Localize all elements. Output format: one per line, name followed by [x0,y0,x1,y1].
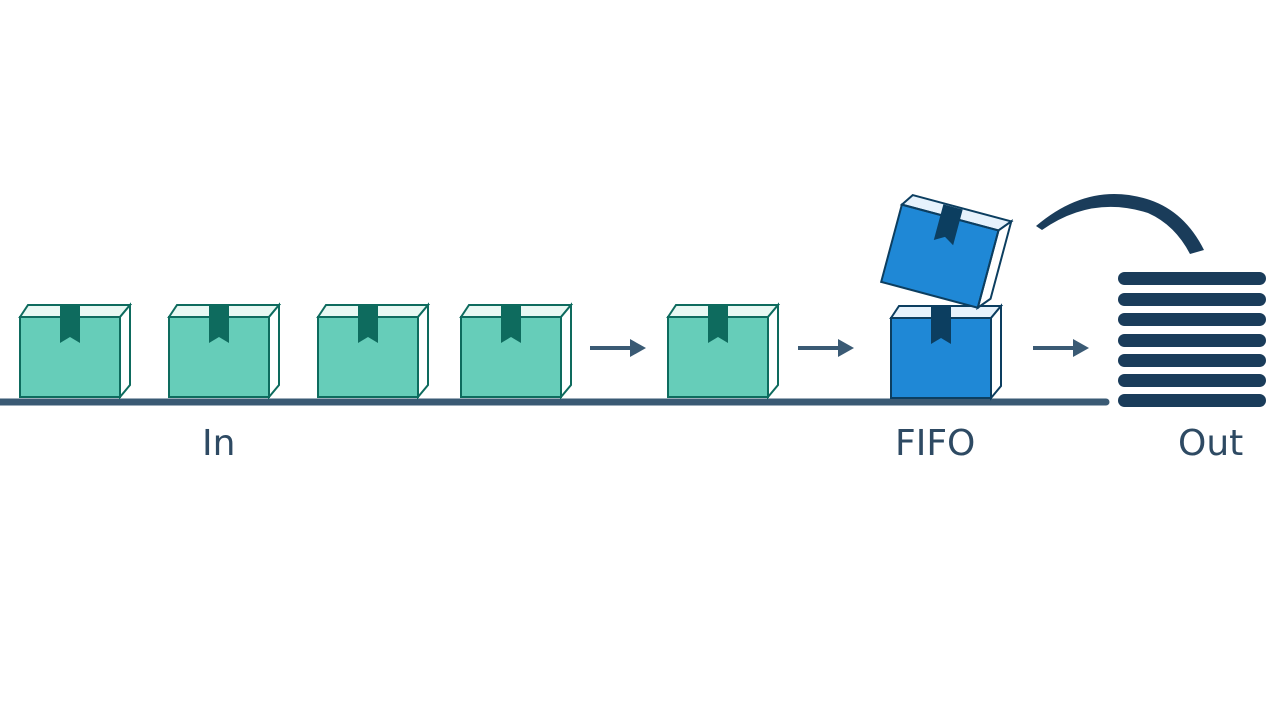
package-box-icon [168,304,280,398]
package-box-icon [460,304,572,398]
right-arrow-icon [588,337,648,359]
package-box-icon [317,304,429,398]
package-box-icon [880,192,1013,312]
right-arrow-icon [1031,337,1091,359]
in-label: In [202,423,236,464]
right-arrow-icon [796,337,856,359]
package-box-icon [890,305,1002,399]
package-box-icon [667,304,779,398]
package-box-icon [19,304,131,398]
out-label: Out [1178,423,1244,464]
fifo-label: FIFO [895,423,976,464]
curved-arrow-icon [1036,193,1204,254]
stacked-lines-icon [1118,272,1266,407]
